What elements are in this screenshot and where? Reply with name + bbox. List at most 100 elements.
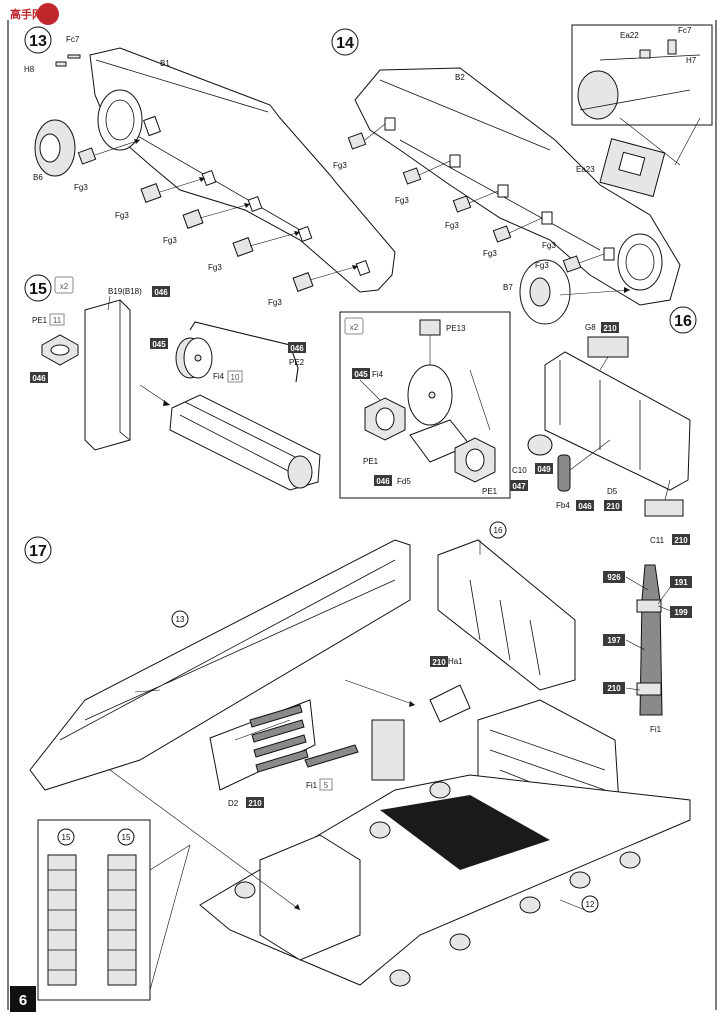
label-fi1-loose: Fi1 xyxy=(306,781,318,790)
drum-fi4 xyxy=(175,337,213,379)
step-13-number: 13 xyxy=(29,33,47,50)
label-fc7-inset: Fc7 xyxy=(678,26,692,35)
label-pe2: PE2 xyxy=(289,358,305,367)
label-fg3-2: Fg3 xyxy=(115,211,129,220)
callout-15-left: 15 xyxy=(62,833,71,842)
label-ha1: Ha1 xyxy=(448,657,463,666)
code-926: 926 xyxy=(607,573,621,582)
inset-14: Ea22 Fc7 H7 xyxy=(571,24,713,166)
count-11: 11 xyxy=(53,316,62,325)
label-fg3-14-4: Fg3 xyxy=(483,249,497,258)
label-fg3-14-2: Fg3 xyxy=(395,196,409,205)
ammo-rack-d2 xyxy=(209,699,316,791)
block-g8 xyxy=(587,336,629,358)
label-ea22: Ea22 xyxy=(620,31,639,40)
code-045-a: 045 xyxy=(152,340,166,349)
step-13: 13 Fc7 H8 xyxy=(24,26,396,307)
road-wheels xyxy=(234,781,641,987)
step-14-badge xyxy=(331,28,359,56)
label-fd5: Fd5 xyxy=(397,477,411,486)
label-fg3-5: Fg3 xyxy=(268,298,282,307)
callout-16: 16 xyxy=(494,526,503,535)
label-d5: D5 xyxy=(607,487,618,496)
clip-pe13 xyxy=(419,319,441,336)
label-fg3-1: Fg3 xyxy=(74,183,88,192)
label-fc7: Fc7 xyxy=(66,35,80,44)
label-c11: C11 xyxy=(650,536,665,545)
bracket-fg3-group xyxy=(77,115,371,292)
label-fg3-3: Fg3 xyxy=(163,236,177,245)
code-191: 191 xyxy=(674,578,688,587)
step-15-number: 15 xyxy=(29,281,47,298)
count-10: 10 xyxy=(231,373,240,382)
step-15-multiplier: x2 xyxy=(60,282,69,291)
label-b6: B6 xyxy=(33,173,43,182)
label-h8: H8 xyxy=(24,65,35,74)
step-17: 17 xyxy=(24,521,692,1001)
code-046-b: 046 xyxy=(32,374,46,383)
front-block xyxy=(259,834,361,961)
label-h7: H7 xyxy=(686,56,697,65)
code-210-e: 210 xyxy=(248,799,262,808)
label-b2: B2 xyxy=(455,73,465,82)
code-046-e: 046 xyxy=(578,502,592,511)
code-199: 199 xyxy=(674,608,688,617)
label-c10: C10 xyxy=(512,466,527,475)
label-pe13: PE13 xyxy=(446,324,466,333)
drum-assembly xyxy=(169,394,321,491)
shell-fi1-loose xyxy=(304,744,359,768)
count-5: 5 xyxy=(324,781,329,790)
code-210-c: 210 xyxy=(674,536,688,545)
label-ea23: Ea23 xyxy=(576,165,595,174)
sprocket-b6 xyxy=(34,89,143,177)
step-16: 16 G8 210 C10 049 047 Fb4 046 D5 210 C11… xyxy=(510,306,697,545)
sprocket-b7 xyxy=(519,233,663,325)
code-210-f: 210 xyxy=(607,684,621,693)
label-b1: B1 xyxy=(160,59,170,68)
shell-detail: Fi1 xyxy=(625,564,675,734)
label-fb4: Fb4 xyxy=(556,501,570,510)
step-14-number: 14 xyxy=(336,35,354,52)
hull-side-13 xyxy=(29,539,411,791)
step-13-badge xyxy=(24,26,52,54)
callout-13: 13 xyxy=(176,615,185,624)
code-049: 049 xyxy=(537,465,551,474)
page-number: 6 xyxy=(19,992,27,1009)
step-15-detail: x2 PE13 045 Fi4 PE1 046 Fd5 PE1 xyxy=(339,311,511,499)
pin-h8 xyxy=(55,61,67,67)
ammo-drums xyxy=(371,719,405,781)
code-197: 197 xyxy=(607,636,621,645)
step-16-badge xyxy=(669,306,697,334)
label-pe1-detail-left: PE1 xyxy=(363,457,379,466)
floor-dark-panel xyxy=(380,795,550,870)
label-fi4-detail: Fi4 xyxy=(372,370,384,379)
part-c10 xyxy=(527,434,553,456)
plate-d5 xyxy=(544,351,691,491)
watermark-text: 高手网 xyxy=(10,7,43,21)
label-fi4: Fi4 xyxy=(213,372,225,381)
plate-b1 xyxy=(89,47,396,293)
label-d2: D2 xyxy=(228,799,239,808)
label-b19: B19(B18) xyxy=(108,287,142,296)
code-210-d: 210 xyxy=(432,658,446,667)
block-c11 xyxy=(644,499,684,517)
label-fg3-14-6: Fg3 xyxy=(535,261,549,270)
callout-12: 12 xyxy=(586,900,595,909)
step-17-number: 17 xyxy=(29,543,47,560)
bracket-fg3-group-14 xyxy=(347,117,615,273)
page-number-box xyxy=(10,986,36,1012)
step-16-number: 16 xyxy=(674,313,692,330)
extinguisher-fb4 xyxy=(557,454,571,492)
step-14: 14 xyxy=(331,24,713,325)
code-210-a: 210 xyxy=(603,324,617,333)
pin-fc7 xyxy=(67,54,81,59)
detail-multiplier: x2 xyxy=(350,323,359,332)
step-17-badge xyxy=(24,536,52,564)
label-fg3-14-1: Fg3 xyxy=(333,161,347,170)
label-fi1-detail: Fi1 xyxy=(650,725,662,734)
shells-group xyxy=(249,704,359,773)
callout-15-right: 15 xyxy=(122,833,131,842)
code-046-a: 046 xyxy=(154,288,168,297)
